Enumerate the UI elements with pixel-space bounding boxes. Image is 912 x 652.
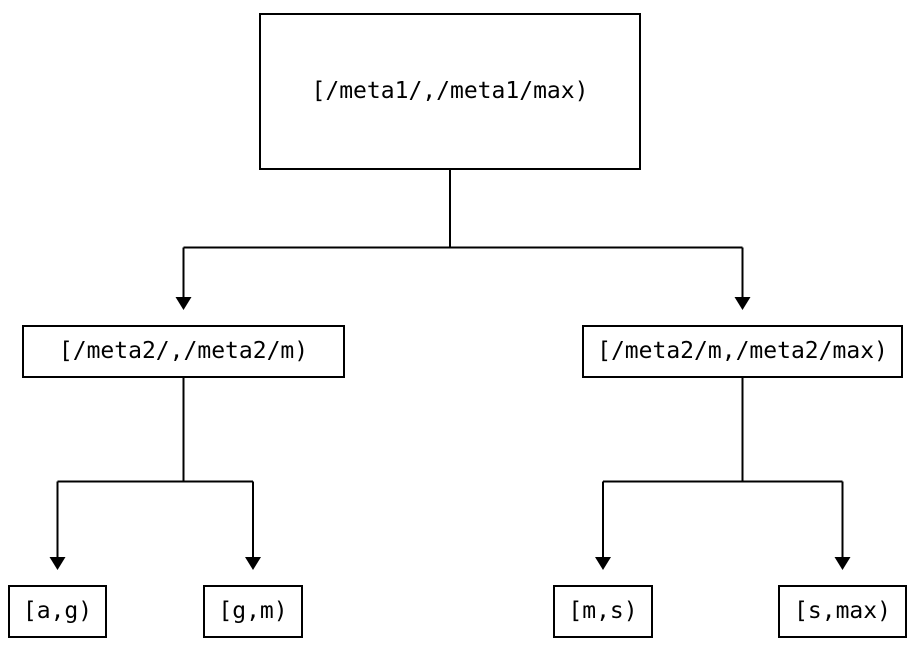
tree-node-leaf-gm: [g,m) xyxy=(203,585,303,638)
tree-node-leaf-ag-label: [a,g) xyxy=(22,598,93,624)
arrowhead-icon xyxy=(734,297,751,310)
tree-edge-lines xyxy=(56,378,254,557)
arrowhead-icon xyxy=(595,557,611,570)
tree-node-leaf-ms-label: [m,s) xyxy=(568,598,638,624)
arrowhead-icon xyxy=(49,557,66,570)
tree-node-leaf-ms: [m,s) xyxy=(553,585,653,638)
tree-node-meta2-left-label: [/meta2/,/meta2/m) xyxy=(58,338,309,364)
tree-node-leaf-smax-label: [s,max) xyxy=(794,598,891,624)
tree-node-root: [/meta1/,/meta1/max) xyxy=(259,13,641,170)
tree-node-leaf-ag: [a,g) xyxy=(8,585,107,638)
tree-node-meta2-right-label: [/meta2/m,/meta2/max) xyxy=(597,338,888,364)
tree-node-leaf-smax: [s,max) xyxy=(778,585,907,638)
tree-edge-lines xyxy=(182,170,744,297)
tree-node-root-label: [/meta1/,/meta1/max) xyxy=(311,78,589,104)
arrowhead-icon xyxy=(175,297,192,310)
tree-node-meta2-right: [/meta2/m,/meta2/max) xyxy=(582,325,903,378)
arrowhead-icon xyxy=(834,557,851,570)
tree-node-leaf-gm-label: [g,m) xyxy=(218,598,288,624)
arrowhead-icon xyxy=(245,557,261,570)
tree-edge-lines xyxy=(602,378,844,557)
tree-node-meta2-left: [/meta2/,/meta2/m) xyxy=(22,325,345,378)
